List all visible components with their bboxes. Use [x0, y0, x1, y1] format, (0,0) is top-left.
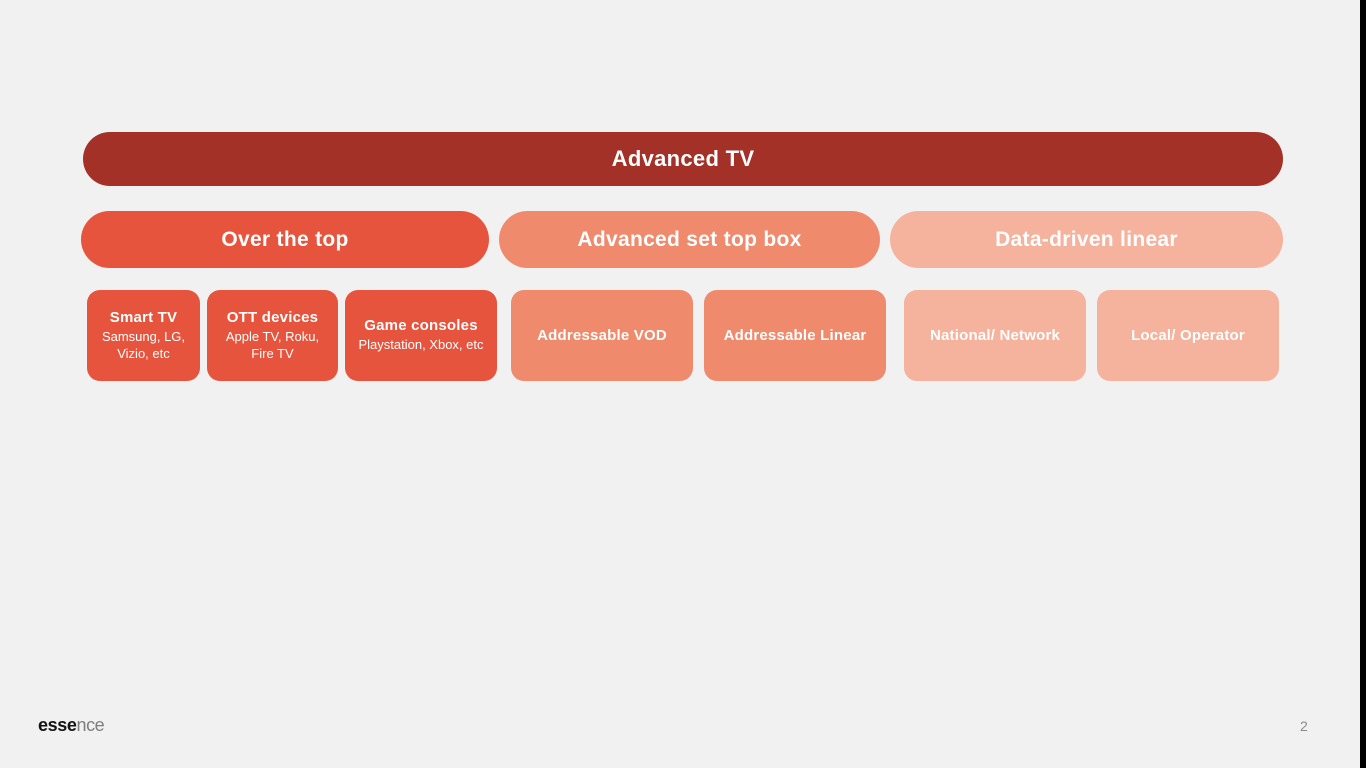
node-advanced-set-top-box-label: Advanced set top box — [577, 227, 802, 251]
node-game-consoles-title: Game consoles — [364, 317, 478, 335]
node-ott-devices-subtitle: Apple TV, Roku, Fire TV — [225, 329, 320, 361]
node-advanced-tv-label: Advanced TV — [611, 146, 755, 171]
essence-logo: essence — [38, 715, 105, 735]
node-addressable-vod: Addressable VOD — [511, 290, 693, 381]
node-over-the-top: Over the top — [81, 211, 489, 268]
node-ott-devices-title: OTT devices — [226, 309, 319, 327]
node-addressable-linear: Addressable Linear — [704, 290, 886, 381]
node-over-the-top-label: Over the top — [221, 227, 349, 251]
node-smart-tv: Smart TV Samsung, LG, Vizio, etc — [87, 290, 200, 381]
node-addressable-linear-title: Addressable Linear — [723, 326, 867, 344]
node-advanced-set-top-box: Advanced set top box — [499, 211, 880, 268]
node-local-operator-title: Local/ Operator — [1131, 326, 1245, 344]
node-game-consoles-subtitle: Playstation, Xbox, etc — [358, 337, 484, 353]
node-smart-tv-title: Smart TV — [109, 309, 178, 327]
node-national-network: National/ Network — [904, 290, 1086, 381]
node-data-driven-linear: Data-driven linear — [890, 211, 1283, 268]
essence-logo-light-part: nce — [76, 715, 105, 735]
node-national-network-title: National/ Network — [929, 326, 1061, 344]
node-advanced-tv: Advanced TV — [83, 132, 1283, 186]
node-data-driven-linear-label: Data-driven linear — [995, 227, 1178, 251]
node-game-consoles: Game consoles Playstation, Xbox, etc — [345, 290, 497, 381]
right-edge-bar — [1360, 0, 1366, 768]
page-number: 2 — [1300, 718, 1308, 734]
essence-logo-bold-part: esse — [38, 715, 77, 735]
node-local-operator: Local/ Operator — [1097, 290, 1279, 381]
node-ott-devices: OTT devices Apple TV, Roku, Fire TV — [207, 290, 338, 381]
node-addressable-vod-title: Addressable VOD — [537, 326, 667, 344]
node-smart-tv-subtitle: Samsung, LG, Vizio, etc — [101, 329, 186, 361]
